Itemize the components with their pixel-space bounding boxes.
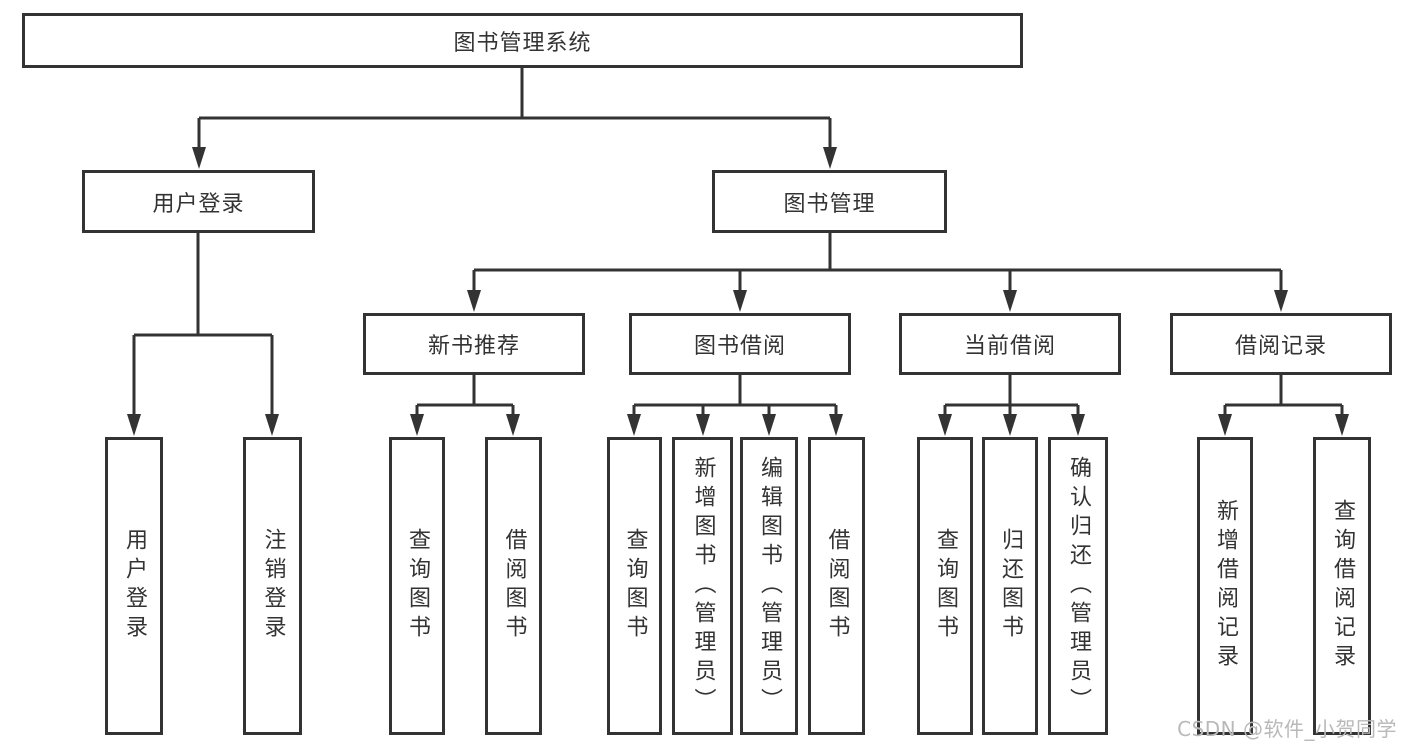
connector-current-to-leaves xyxy=(943,375,1080,417)
arrowhead xyxy=(627,414,641,436)
leaf-query-books-current: 查询图书 xyxy=(917,437,973,735)
connector-userlogin-to-leaves xyxy=(132,233,274,417)
arrowhead xyxy=(265,414,279,436)
node-current-borrowing: 当前借阅 xyxy=(899,313,1121,375)
leaf-logout-label: 注销登录 xyxy=(260,528,286,644)
node-book-management: 图书管理 xyxy=(712,170,947,233)
node-root: 图书管理系统 xyxy=(22,13,1023,68)
node-current-borrowing-label: 当前借阅 xyxy=(963,334,1056,359)
arrowhead xyxy=(733,290,747,312)
arrowhead xyxy=(1003,290,1017,312)
leaf-query-borrow-record-label: 查询借阅记录 xyxy=(1330,499,1355,673)
leaf-logout: 注销登录 xyxy=(243,437,302,735)
leaf-user-login: 用户登录 xyxy=(105,437,163,735)
arrowhead xyxy=(823,147,837,169)
node-new-book-recommend-label: 新书推荐 xyxy=(427,334,520,359)
leaf-return-books: 归还图书 xyxy=(982,437,1038,735)
leaf-query-books-borrowing-label: 查询图书 xyxy=(622,528,648,644)
leaf-user-login-label: 用户登录 xyxy=(122,528,147,644)
leaf-borrow-books-recommend: 借阅图书 xyxy=(485,437,542,735)
leaf-query-books-current-label: 查询图书 xyxy=(933,528,958,644)
connector-recommend-to-leaves xyxy=(415,375,515,417)
arrowhead xyxy=(1335,414,1349,436)
leaf-confirm-return-admin: 确认归还（管理员） xyxy=(1048,437,1108,735)
leaf-borrow-books-borrowing-label: 借阅图书 xyxy=(824,528,850,644)
leaf-query-books-borrowing: 查询图书 xyxy=(607,437,662,735)
leaf-edit-books-admin: 编辑图书（管理员） xyxy=(740,437,798,735)
leaf-borrow-books-borrowing: 借阅图书 xyxy=(808,437,865,735)
node-user-login-label: 用户登录 xyxy=(152,191,245,217)
node-root-label: 图书管理系统 xyxy=(453,30,592,56)
arrowhead xyxy=(192,147,206,169)
connector-records-to-leaves xyxy=(1223,375,1344,417)
leaf-confirm-return-admin-label: 确认归还（管理员） xyxy=(1066,455,1091,717)
arrowhead xyxy=(1071,414,1085,436)
watermark: CSDN @软件_小贺同学 xyxy=(1177,717,1397,741)
leaf-query-borrow-record: 查询借阅记录 xyxy=(1313,437,1371,735)
arrowhead xyxy=(1218,414,1232,436)
leaf-query-books-recommend-label: 查询图书 xyxy=(405,528,430,644)
leaf-borrow-books-recommend-label: 借阅图书 xyxy=(501,528,527,644)
node-book-management-label: 图书管理 xyxy=(783,191,876,217)
arrowhead xyxy=(1274,290,1288,312)
arrowhead xyxy=(127,414,141,436)
arrowhead xyxy=(506,414,520,436)
connector-bookmgmt-to-level3 xyxy=(472,233,1283,293)
connector-root-to-level2 xyxy=(197,68,832,150)
leaf-query-books-recommend: 查询图书 xyxy=(389,437,445,735)
node-borrowing-records-label: 借阅记录 xyxy=(1234,334,1327,359)
leaf-add-borrow-record-label: 新增借阅记录 xyxy=(1213,499,1238,673)
node-book-borrowing: 图书借阅 xyxy=(629,313,851,375)
leaf-add-books-admin-label: 新增图书（管理员） xyxy=(690,455,716,717)
arrowhead xyxy=(1003,414,1017,436)
node-book-borrowing-label: 图书借阅 xyxy=(693,334,786,359)
leaf-return-books-label: 归还图书 xyxy=(998,528,1023,644)
arrowhead xyxy=(410,414,424,436)
node-user-login: 用户登录 xyxy=(82,170,315,233)
arrowhead xyxy=(762,414,776,436)
arrowheads xyxy=(127,147,1349,436)
arrowhead xyxy=(938,414,952,436)
connector-borrowing-to-leaves xyxy=(632,375,838,417)
node-new-book-recommend: 新书推荐 xyxy=(363,313,585,375)
leaf-add-books-admin: 新增图书（管理员） xyxy=(672,437,733,735)
leaf-edit-books-admin-label: 编辑图书（管理员） xyxy=(757,455,782,717)
node-borrowing-records: 借阅记录 xyxy=(1170,313,1392,375)
arrowhead xyxy=(467,290,481,312)
arrowhead xyxy=(829,414,843,436)
leaf-add-borrow-record: 新增借阅记录 xyxy=(1197,437,1253,735)
arrowhead xyxy=(696,414,710,436)
